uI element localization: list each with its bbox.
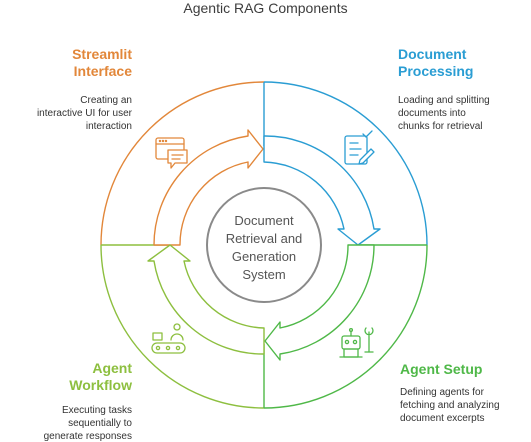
inner-arrow-workflow: [147, 244, 265, 355]
outer-arc-setup: [263, 244, 428, 409]
document-edit-icon: [344, 130, 375, 165]
workflow-description: Executing tasks sequentially to generate…: [43, 405, 132, 442]
setup-description: Defining agents for fetching and analyzi…: [400, 387, 500, 424]
conveyor-worker-icon: [151, 323, 186, 354]
outer-arc-streamlit: [100, 81, 265, 246]
outer-arc-workflow: [100, 244, 265, 409]
center-circle: [206, 187, 322, 303]
inner-arrow-processing: [263, 135, 381, 246]
robot-tools-icon: [339, 327, 374, 358]
inner-arrow-streamlit: [153, 129, 264, 246]
workflow-heading: Agent Workflow: [69, 360, 132, 393]
streamlit-heading: Streamlit Interface: [72, 46, 132, 79]
diagram-title: Agentic RAG Components: [183, 0, 348, 16]
processing-heading: Document Processing: [398, 46, 474, 79]
inner-arrow-setup: [264, 244, 375, 361]
streamlit-description: Creating an interactive UI for user inte…: [36, 95, 132, 132]
outer-arc-processing: [263, 81, 428, 246]
processing-description: Loading and splitting documents into chu…: [398, 95, 490, 132]
setup-heading: Agent Setup: [400, 361, 483, 377]
center-label: Document Retrieval and Generation System: [225, 213, 303, 282]
chat-window-icon: [155, 137, 188, 169]
